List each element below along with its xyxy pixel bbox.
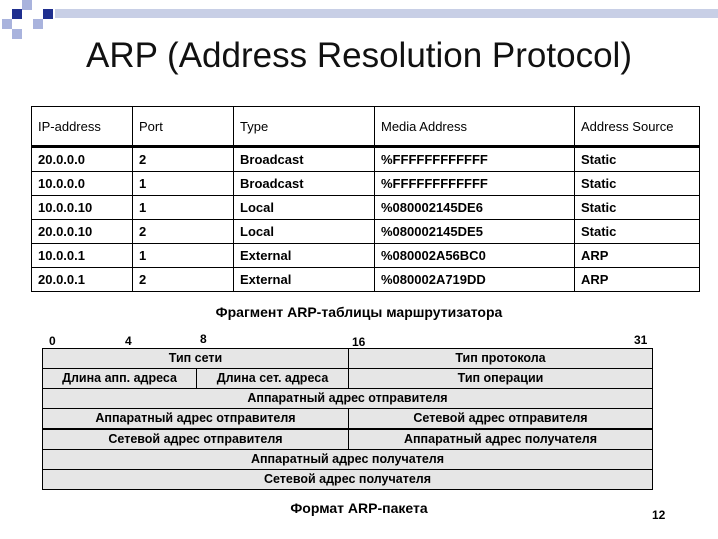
packet-field-sender-hw-addr: Аппаратный адрес отправителя [42,388,653,409]
packet-field-hw-addr-len: Длина апп. адреса [42,368,197,389]
column-header: Address Source [574,106,700,147]
packet-field-target-hw-addr: Аппаратный адрес получателя [348,429,653,450]
table-cell: ARP [574,243,700,268]
table-cell: 1 [132,243,234,268]
column-header: IP-address [31,106,133,147]
table-cell: 20.0.0.1 [31,267,133,292]
table-cell: 20.0.0.0 [31,147,133,172]
deco-square [2,19,12,29]
slide-title: ARP (Address Resolution Protocol) [86,36,632,75]
deco-square [22,0,32,10]
table-cell: External [233,243,375,268]
table-cell: Static [574,219,700,244]
packet-field-sender-net-addr: Сетевой адрес отправителя [348,408,653,429]
table-row: 10.0.0.10 1 Local %080002145DE6 Static [31,195,700,220]
packet-field-sender-net-addr-cont: Сетевой адрес отправителя [42,429,349,450]
table-cell: 1 [132,195,234,220]
table-cell: %080002145DE5 [374,219,575,244]
table-cell: 10.0.0.0 [31,171,133,196]
arp-table: IP-address Port Type Media Address Addre… [31,106,700,292]
packet-field-sender-hw-addr-cont: Аппаратный адрес отправителя [42,408,349,429]
arp-packet-diagram: Тип сети Тип протокола Длина апп. адреса… [42,348,653,490]
table-cell: External [233,267,375,292]
packet-field-network-type: Тип сети [42,348,349,369]
table-cell: 10.0.0.10 [31,195,133,220]
packet-field-operation-type: Тип операции [348,368,653,389]
table-cell: ARP [574,267,700,292]
table-cell: 20.0.0.10 [31,219,133,244]
table-cell: %080002A56BC0 [374,243,575,268]
column-header: Type [233,106,375,147]
deco-square [33,19,43,29]
table-cell: Static [574,195,700,220]
table-header-row: IP-address Port Type Media Address Addre… [31,106,700,147]
table-cell: %080002145DE6 [374,195,575,220]
table-cell: %FFFFFFFFFFFF [374,171,575,196]
table-cell: %FFFFFFFFFFFF [374,147,575,172]
table-cell: 10.0.0.1 [31,243,133,268]
table-caption: Фрагмент ARP-таблицы маршрутизатора [215,304,503,320]
deco-square [12,9,22,19]
table-cell: 2 [132,267,234,292]
table-cell: Local [233,219,375,244]
bit-number: 0 [49,334,56,348]
table-row: 20.0.0.1 2 External %080002A719DD ARP [31,267,700,292]
table-cell: Static [574,147,700,172]
packet-field-target-net-addr: Сетевой адрес получателя [42,469,653,490]
packet-field-target-hw-addr-cont: Аппаратный адрес получателя [42,449,653,470]
packet-field-protocol-type: Тип протокола [348,348,653,369]
table-row: 20.0.0.10 2 Local %080002145DE5 Static [31,219,700,244]
table-cell: Static [574,171,700,196]
bit-number: 16 [352,335,366,349]
column-header: Media Address [374,106,575,147]
table-row: 10.0.0.1 1 External %080002A56BC0 ARP [31,243,700,268]
table-row: 20.0.0.0 2 Broadcast %FFFFFFFFFFFF Stati… [31,147,700,172]
table-row: 10.0.0.0 1 Broadcast %FFFFFFFFFFFF Stati… [31,171,700,196]
deco-square [12,29,22,39]
table-cell: Broadcast [233,147,375,172]
table-cell: Local [233,195,375,220]
packet-field-net-addr-len: Длина сет. адреса [196,368,349,389]
bit-number: 4 [125,334,132,348]
table-cell: 2 [132,147,234,172]
table-cell: 2 [132,219,234,244]
bit-number: 31 [634,333,648,347]
bit-number: 8 [200,332,207,346]
table-cell: 1 [132,171,234,196]
deco-square [43,9,53,19]
page-number: 12 [652,508,666,522]
packet-caption: Формат ARP-пакета [290,500,428,516]
corner-decoration [0,0,60,40]
header-rule [55,9,718,18]
table-cell: %080002A719DD [374,267,575,292]
table-cell: Broadcast [233,171,375,196]
column-header: Port [132,106,234,147]
